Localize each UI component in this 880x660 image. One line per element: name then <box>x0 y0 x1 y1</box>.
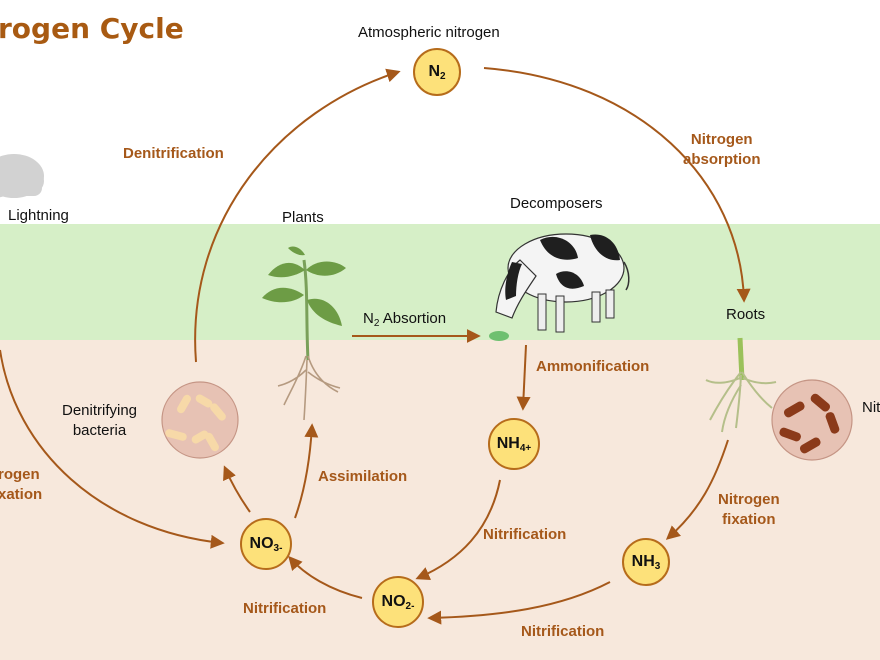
assimilation-label: Assimilation <box>318 468 408 485</box>
nitrification-label-no2: Nitrification <box>243 600 327 617</box>
n2-absortion-label: N2 Absortion <box>363 310 447 329</box>
arrow-nh3-to-no2 <box>427 581 611 625</box>
denitrifying-bacteria-icon <box>161 381 239 459</box>
arrow-no3-to-bacteria <box>223 465 251 513</box>
plants-label: Plants <box>282 209 324 226</box>
roots-label: Roots <box>726 306 766 323</box>
diagram-title: rogen Cycle <box>0 12 184 45</box>
nitrogen-fixing-bacteria-icon <box>771 379 853 461</box>
denitrifying-bacteria-label: Denitrifying bacteria <box>62 402 138 439</box>
arrow-ammonification <box>516 344 531 411</box>
atmospheric-nitrogen-label: Atmospheric nitrogen <box>358 24 500 41</box>
arrow-nh4-to-no2 <box>415 479 501 581</box>
nitrification-label-nh4: Nitrification <box>483 526 567 543</box>
nitrogen-absorption-label: Nitrogen absorption <box>683 131 761 168</box>
arrow-lightning-fixation <box>0 349 225 549</box>
grass-band <box>0 224 880 346</box>
cloud-icon <box>0 154 44 198</box>
denitrification-label: Denitrification <box>123 145 224 162</box>
nitrification-label-nh3: Nitrification <box>521 623 605 640</box>
decomposers-label: Decomposers <box>510 195 603 212</box>
arrow-roots-to-nh3 <box>665 439 729 540</box>
nitrogen-fixation-right-label: Nitrogen fixation <box>718 491 780 528</box>
arrow-nitrogen-absorption <box>483 67 751 303</box>
plant-icon <box>262 246 346 421</box>
roots-icon <box>705 337 777 433</box>
ammonification-label: Ammonification <box>536 358 650 375</box>
nitrogen-bacteria-label: Nit <box>862 399 880 416</box>
soil-band <box>0 340 880 660</box>
arrow-assimilation <box>294 423 319 519</box>
arrow-denitrification <box>194 68 401 363</box>
cow-icon <box>489 233 630 341</box>
nitrogen-fixation-left-label: rogen xation <box>0 466 43 503</box>
arrow-no2-to-no3 <box>288 555 363 599</box>
lightning-label: Lightning <box>8 207 69 224</box>
